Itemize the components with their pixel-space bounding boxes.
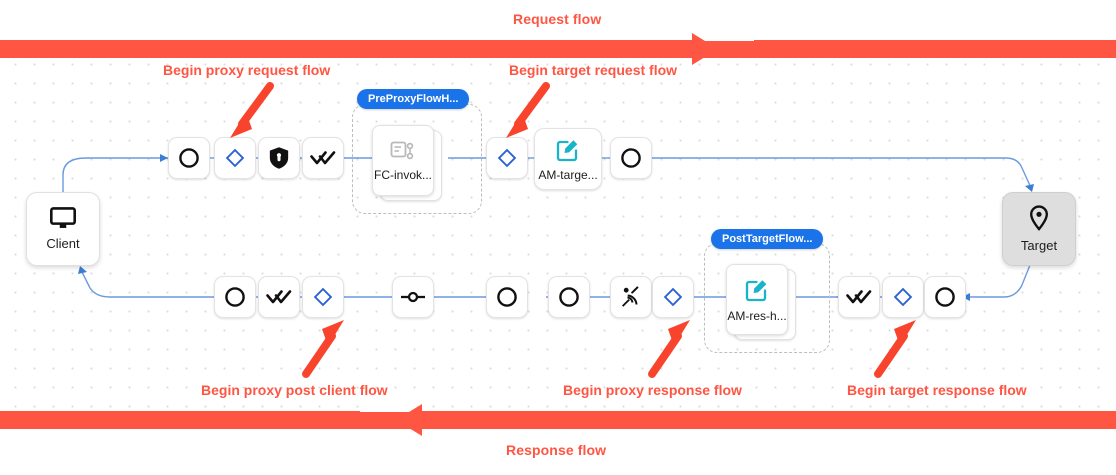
request-security-node[interactable] (258, 137, 300, 179)
response-connector-node[interactable] (392, 276, 434, 318)
preproxyflowhook-badge[interactable]: PreProxyFlowH... (357, 89, 470, 109)
annotation-arrow-proxy-request (222, 82, 282, 140)
circle-icon (935, 287, 955, 307)
assign-message-icon (556, 139, 578, 161)
target-node-label: Target (1020, 238, 1058, 253)
target-endpoint-node[interactable] (610, 137, 652, 179)
blue-diamond-icon (663, 287, 683, 307)
am-target-policy-node[interactable]: AM-targe... (534, 128, 602, 190)
double-check-icon (846, 290, 872, 304)
location-pin-icon (1030, 205, 1048, 231)
response-flow-label: Response flow (506, 442, 607, 458)
client-node[interactable]: Client (26, 192, 100, 266)
annotation-begin-target-request-flow: Begin target request flow (509, 62, 678, 78)
annotation-begin-proxy-post-client-flow: Begin proxy post client flow (201, 382, 388, 398)
blue-diamond-icon (313, 287, 333, 307)
response-broadcast-node[interactable] (610, 276, 652, 318)
blue-diamond-icon (893, 287, 913, 307)
node-connector-icon (401, 291, 425, 303)
proxy-post-client-decision-node[interactable] (302, 276, 344, 318)
request-checks-node[interactable] (302, 137, 344, 179)
request-flow-label: Request flow (513, 11, 602, 27)
target-response-checks-node[interactable] (838, 276, 880, 318)
shield-lock-icon (269, 147, 289, 169)
double-check-icon (266, 290, 292, 304)
circle-icon (225, 287, 245, 307)
circle-icon (621, 148, 641, 168)
flow-callout-icon (390, 141, 414, 159)
client-node-label: Client (46, 236, 80, 251)
target-request-decision-node[interactable] (486, 137, 528, 179)
annotation-begin-proxy-response-flow: Begin proxy response flow (563, 382, 742, 398)
annotation-begin-proxy-request-flow: Begin proxy request flow (163, 62, 331, 78)
target-node[interactable]: Target (1002, 192, 1076, 266)
response-circle-node-2[interactable] (548, 276, 590, 318)
request-flow-bar (0, 32, 1116, 65)
policy-card-front: FC-invok... (372, 125, 434, 196)
annotation-begin-target-response-flow: Begin target response flow (847, 382, 1027, 398)
circle-icon (497, 287, 517, 307)
policy-card-front: AM-res-h... (726, 264, 788, 335)
annotation-arrow-proxy-response (640, 318, 700, 378)
fc-invoke-policy-node[interactable]: FC-invok... (372, 125, 442, 201)
request-decision-node[interactable] (214, 137, 256, 179)
proxy-response-decision-node[interactable] (652, 276, 694, 318)
monitor-icon (50, 207, 76, 228)
response-circle-node-1[interactable] (486, 276, 528, 318)
annotation-arrow-target-response (866, 318, 926, 378)
response-start-node[interactable] (214, 276, 256, 318)
target-response-decision-node[interactable] (882, 276, 924, 318)
circle-icon (559, 287, 579, 307)
dotted-grid-background (0, 47, 1116, 409)
response-flow-bar (0, 402, 1116, 436)
target-response-circle-node[interactable] (924, 276, 966, 318)
posttargetflowhook-badge[interactable]: PostTargetFlow... (711, 229, 824, 249)
am-res-policy-node[interactable]: AM-res-h... (726, 264, 796, 340)
blue-diamond-icon (497, 148, 517, 168)
blue-diamond-icon (225, 148, 245, 168)
circle-icon (179, 148, 199, 168)
request-start-node[interactable] (168, 137, 210, 179)
fc-invoke-policy-label: FC-invok... (373, 167, 432, 182)
am-target-policy-label: AM-targe... (538, 167, 598, 182)
double-check-icon (310, 151, 336, 165)
am-res-policy-label: AM-res-h... (727, 308, 787, 323)
annotation-arrow-target-request (498, 82, 558, 140)
annotation-arrow-proxy-post-client (294, 318, 354, 378)
assign-message-icon (745, 279, 767, 301)
response-checks-node[interactable] (258, 276, 300, 318)
satellite-broadcast-icon (622, 286, 639, 307)
